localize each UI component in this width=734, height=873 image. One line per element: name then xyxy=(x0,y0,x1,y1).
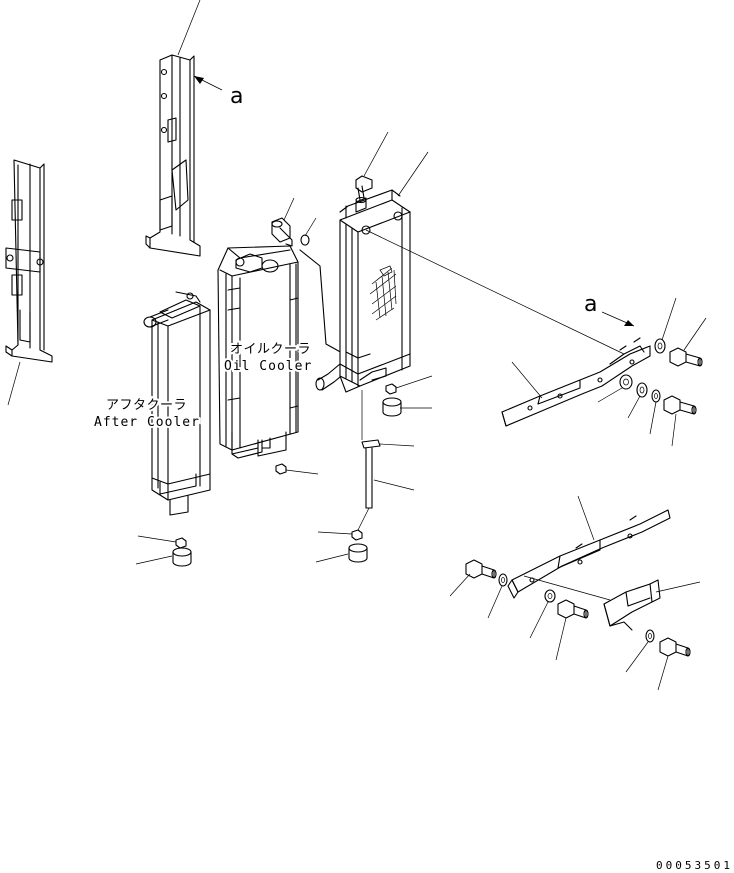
lower-nut xyxy=(351,529,363,541)
leader-bolt-lr-3 xyxy=(657,655,669,691)
leader-elbow xyxy=(283,197,295,221)
leader-rad-nut xyxy=(395,375,433,389)
left-side-bracket xyxy=(5,159,53,363)
washer-lr-3 xyxy=(645,629,655,643)
leader-washer-ur-1 xyxy=(661,297,677,341)
tie-line-rod xyxy=(357,507,370,531)
washer-lr-2 xyxy=(544,589,556,603)
after-cooler-cushion xyxy=(172,547,192,567)
bolt-lr-3 xyxy=(659,637,691,657)
leader-bolt-ur-2 xyxy=(671,413,677,447)
leader-rod xyxy=(373,479,415,491)
leader-upper-bracket xyxy=(177,0,201,56)
leader-washer-ur-3 xyxy=(649,401,657,435)
bolt-ur-2 xyxy=(663,395,697,415)
view-arrow-right xyxy=(601,311,635,327)
leader-lower-right-bracket xyxy=(577,495,595,541)
leader-left-bracket xyxy=(7,361,21,406)
lower-right-bracket xyxy=(507,509,671,599)
washer-ur-3 xyxy=(651,389,661,403)
leader-washer-lr-3 xyxy=(625,641,649,673)
lower-plate xyxy=(603,579,661,631)
after-cooler-jp-label: アフタクーラ xyxy=(106,398,187,413)
tie-line-upper-bracket xyxy=(365,229,625,355)
washer-lr-1 xyxy=(498,573,508,587)
radiator-cushion xyxy=(382,397,402,417)
o-ring xyxy=(300,234,310,246)
oil-cooler-jp-label: オイルクーラ xyxy=(230,342,311,357)
view-marker-right: a xyxy=(584,292,598,317)
leader-washer-lr-1 xyxy=(487,585,503,619)
tie-line-lower-bracket xyxy=(523,575,611,601)
after-cooler-core xyxy=(143,291,211,516)
washer-ur-2 xyxy=(636,382,648,398)
leader-spacer-ur xyxy=(597,387,623,403)
view-marker-top: a xyxy=(230,84,244,109)
leader-washer-ur-2 xyxy=(627,395,641,419)
oil-cooler-en-label: Oil Cooler xyxy=(224,359,312,374)
drawing-number: 00053501 xyxy=(656,859,733,872)
washer-ur-1 xyxy=(654,338,666,354)
leader-upper-right-bracket xyxy=(511,361,543,399)
leader-rod-clip xyxy=(379,443,415,447)
bolt-lr-1 xyxy=(465,559,497,579)
after-cooler-nut xyxy=(175,537,187,549)
view-arrow-top xyxy=(193,75,223,91)
leader-radiator xyxy=(397,151,429,197)
leader-lower-nut xyxy=(317,531,353,535)
radiator-nut xyxy=(385,383,397,395)
lower-cushion xyxy=(348,543,368,563)
after-cooler-en-label: After Cooler xyxy=(94,415,200,430)
spacer-ur xyxy=(619,374,633,390)
leader-oc-nut xyxy=(285,469,319,475)
leader-bolt-lr-2 xyxy=(555,617,567,661)
bolt-ur-1 xyxy=(669,347,703,367)
bolt-lr-2 xyxy=(557,599,589,619)
leader-washer-lr-2 xyxy=(529,601,549,639)
upper-right-bracket xyxy=(501,337,651,427)
elbow-fitting xyxy=(271,217,293,247)
leader-ac-cushion xyxy=(135,555,173,565)
leader-ac-nut xyxy=(137,535,177,543)
leader-bolt-lr-1 xyxy=(449,573,471,597)
oil-cooler-core xyxy=(217,245,299,459)
leader-o-ring xyxy=(304,217,317,237)
oil-cooler-nut xyxy=(275,463,287,475)
leader-lower-cushion xyxy=(315,553,349,563)
stay-rod xyxy=(361,390,381,509)
radiator-core xyxy=(339,175,411,393)
leader-bolt-ur-1 xyxy=(683,317,707,351)
upper-side-bracket xyxy=(145,54,201,257)
leader-radiator-cap xyxy=(363,131,389,177)
leader-lower-plate xyxy=(655,581,701,593)
